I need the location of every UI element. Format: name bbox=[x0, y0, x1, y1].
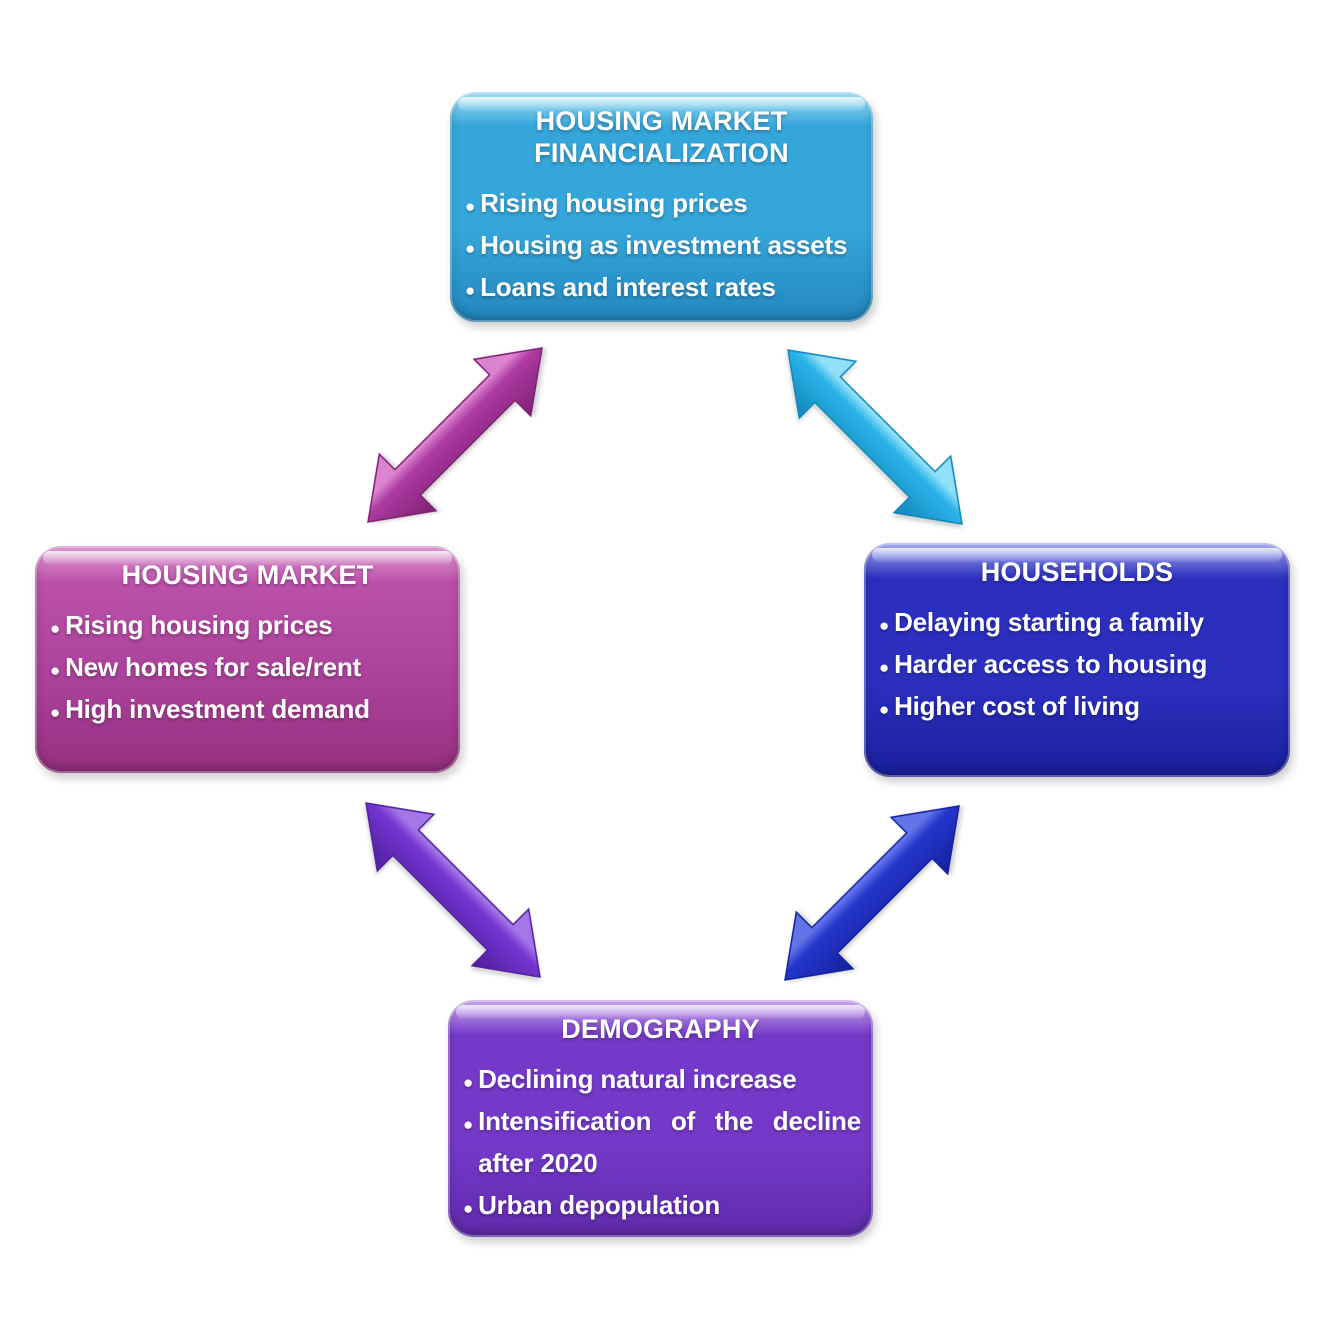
bullet-text: Loans and interest rates bbox=[480, 271, 776, 302]
bullet-dot-icon: ● bbox=[879, 615, 890, 635]
double-arrow-housing-market-financialization-icon bbox=[367, 347, 543, 523]
node-bullet-list: ● Declining natural increase ● Intensifi… bbox=[448, 1058, 873, 1226]
bullet-dot-icon: ● bbox=[50, 703, 61, 723]
bullet-text: Housing as investment assets bbox=[480, 229, 848, 260]
bullet-dot-icon: ● bbox=[879, 657, 890, 677]
double-arrow-financialization-households-icon bbox=[787, 349, 963, 525]
bullet-item: ● Delaying starting a family bbox=[879, 601, 1278, 643]
bullet-item: ● Higher cost of living bbox=[879, 685, 1278, 727]
bullet-text: New homes for sale/rent bbox=[65, 651, 362, 682]
bullet-text: High investment demand bbox=[65, 694, 370, 725]
node-housing-market: HOUSING MARKET ● Rising housing prices ●… bbox=[35, 546, 460, 773]
bullet-text: Declining natural increase bbox=[478, 1063, 797, 1094]
bullet-dot-icon: ● bbox=[50, 618, 61, 638]
node-bullet-list: ● Rising housing prices ● Housing as inv… bbox=[450, 182, 873, 308]
node-title: HOUSEHOLDS bbox=[980, 557, 1174, 587]
bullet-item: ● Rising housing prices bbox=[50, 604, 448, 646]
node-housing-market-financialization: HOUSING MARKET FINANCIALIZATION ● Rising… bbox=[450, 92, 873, 322]
bullet-dot-icon: ● bbox=[463, 1114, 474, 1134]
node-bullet-list: ● Delaying starting a family ● Harder ac… bbox=[864, 601, 1290, 727]
bullet-dot-icon: ● bbox=[463, 1199, 474, 1219]
bullet-item: ● New homes for sale/rent bbox=[50, 646, 448, 688]
bullet-dot-icon: ● bbox=[463, 1072, 474, 1092]
double-arrow-households-demography-icon bbox=[784, 805, 960, 981]
bullet-dot-icon: ● bbox=[465, 280, 476, 300]
bullet-item: ● Urban depopulation bbox=[463, 1184, 861, 1226]
node-title: HOUSING MARKET bbox=[121, 560, 374, 590]
node-bullet-list: ● Rising housing prices ● New homes for … bbox=[35, 604, 460, 730]
bullet-dot-icon: ● bbox=[50, 660, 61, 680]
node-households: HOUSEHOLDS ● Delaying starting a family … bbox=[864, 543, 1290, 777]
bullet-item: ● High investment demand bbox=[50, 688, 448, 730]
bullet-text: Delaying starting a family bbox=[894, 606, 1204, 637]
bullet-text: Rising housing prices bbox=[65, 609, 333, 640]
bullet-text: Urban depopulation bbox=[478, 1190, 721, 1221]
bullet-dot-icon: ● bbox=[465, 238, 476, 258]
bullet-item: ● Housing as investment assets bbox=[465, 224, 861, 266]
bullet-text: Rising housing prices bbox=[480, 187, 748, 218]
node-title: DEMOGRAPHY bbox=[561, 1014, 760, 1044]
node-title: HOUSING MARKET FINANCIALIZATION bbox=[534, 106, 789, 168]
bullet-text: Intensification of the decline after 202… bbox=[478, 1105, 861, 1179]
bullet-text: Higher cost of living bbox=[894, 691, 1140, 722]
bullet-text: Harder access to housing bbox=[894, 648, 1208, 679]
double-arrow-demography-housing-market-icon bbox=[365, 802, 541, 978]
bullet-dot-icon: ● bbox=[465, 196, 476, 216]
bullet-item: ● Harder access to housing bbox=[879, 643, 1278, 685]
bullet-item: ● Intensification of the decline after 2… bbox=[463, 1100, 861, 1184]
bullet-item: ● Declining natural increase bbox=[463, 1058, 861, 1100]
node-demography: DEMOGRAPHY ● Declining natural increase … bbox=[448, 1000, 873, 1237]
bullet-item: ● Rising housing prices bbox=[465, 182, 861, 224]
bullet-item: ● Loans and interest rates bbox=[465, 266, 861, 308]
bullet-dot-icon: ● bbox=[879, 700, 890, 720]
